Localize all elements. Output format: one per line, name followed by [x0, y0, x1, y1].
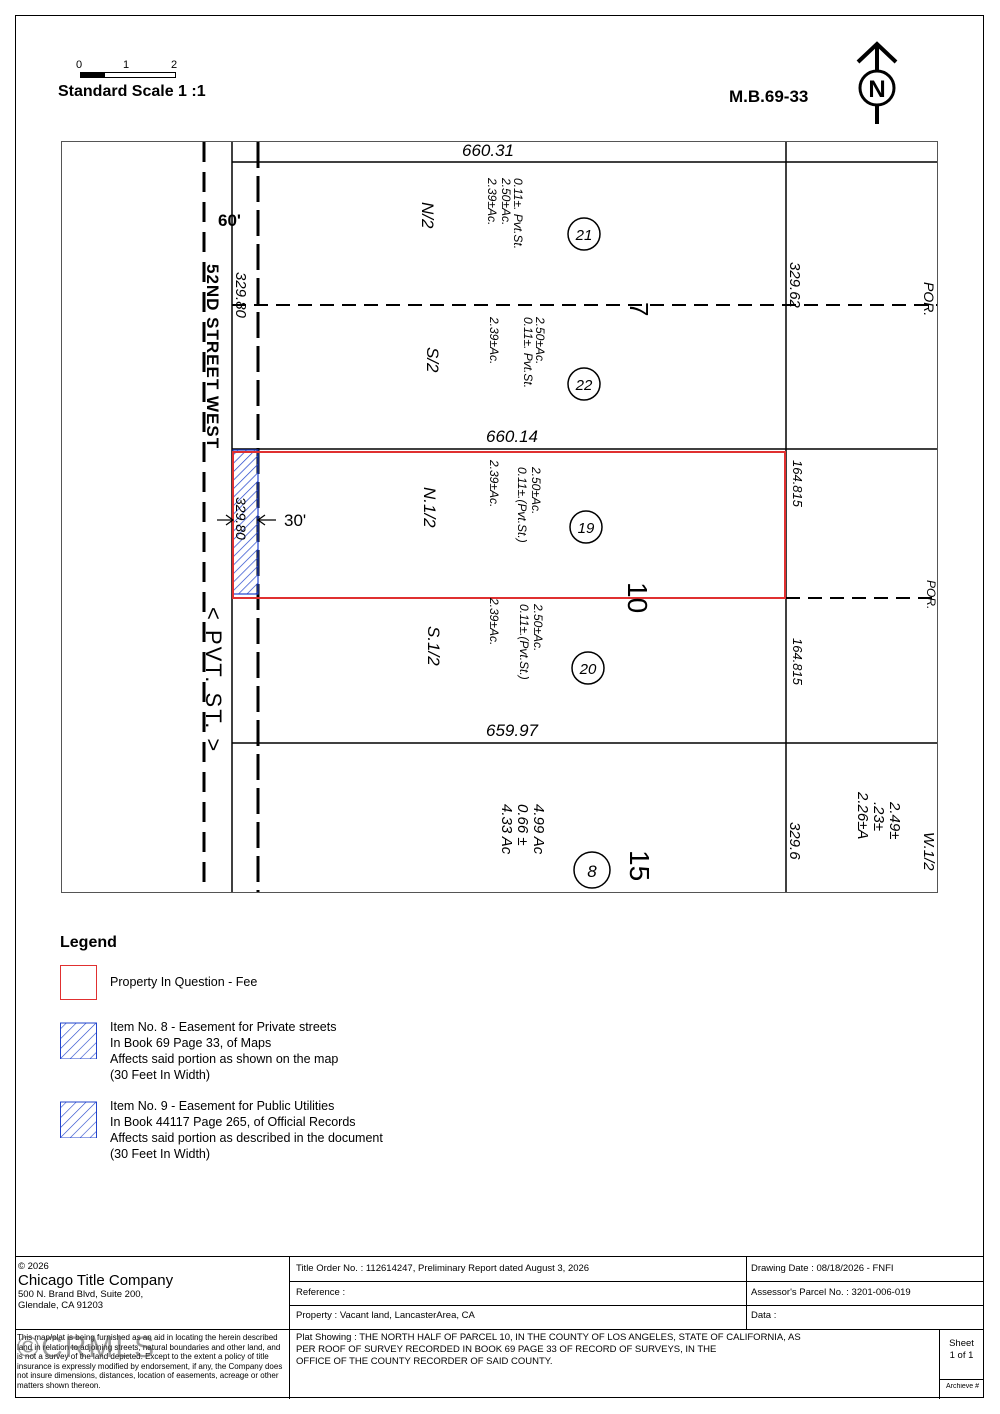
- legend-item-text: Property In Question - Fee: [110, 975, 258, 989]
- parcel-8-street: 0.66 ±: [514, 804, 531, 846]
- parcel-19-street: 0.11±.(Pvt.St.): [515, 467, 529, 543]
- block-number-10: 10: [622, 582, 653, 613]
- legend-item-text: Item No. 9 - Easement for Public Utiliti…: [110, 1099, 383, 1161]
- parcel-19-number: 19: [578, 520, 595, 537]
- disclaimer: This map/plat is being furnished as an a…: [17, 1333, 283, 1390]
- page-frame: [15, 15, 984, 1398]
- sheet-label: Sheet: [949, 1338, 974, 1349]
- dim-east-bottom: 329.6: [786, 822, 803, 860]
- dim-east-side: 329.62: [786, 262, 803, 309]
- watermark: ©CRMLS: [17, 1331, 157, 1364]
- parcel-21-circle: [567, 217, 601, 251]
- parcel-21-half: N/2: [418, 202, 437, 229]
- dim-bottom: 659.97: [486, 721, 539, 740]
- parcel-22-net: 2.39±Ac.: [487, 316, 501, 364]
- reference: Reference :: [296, 1287, 346, 1298]
- scale-tick-1: 1: [123, 59, 130, 71]
- right-edge-gross: 2.49±: [886, 801, 903, 839]
- dim-subject-west: 329.80: [233, 497, 249, 540]
- assessor-parcel-no: Assessor's Parcel No. : 3201-006-019: [751, 1287, 911, 1298]
- parcel-20-net: 2.39±Ac.: [487, 597, 501, 645]
- dim-middle: 660.14: [486, 427, 538, 446]
- parcel-8-net: 4.33 Ac: [498, 804, 515, 855]
- dim-top: 660.31: [462, 142, 514, 160]
- parcel-19-circle: [569, 510, 603, 544]
- parcel-22-circle: [567, 367, 601, 401]
- easement-width-label: 30': [284, 511, 306, 530]
- legend-swatch-hatch: [60, 1098, 97, 1139]
- parcel-21-gross: 2.50±Ac.: [499, 177, 513, 225]
- block-number-15: 15: [624, 850, 655, 881]
- street-width-label: 60': [218, 211, 241, 230]
- scale-ticks: 0 1 2: [76, 59, 196, 71]
- parcel-20-gross: 2.50±Ac.: [531, 603, 545, 651]
- title-block: © 2026 Chicago Title Company 500 N. Bran…: [15, 1256, 984, 1399]
- property-outline: [232, 451, 786, 599]
- legend-title: Legend: [60, 934, 117, 951]
- parcel-20-number: 20: [579, 661, 597, 678]
- scale-label: Standard Scale 1 :1: [58, 83, 206, 100]
- parcel-8-circle: [573, 851, 611, 889]
- sheet-value: 1 of 1: [949, 1350, 974, 1361]
- dim-subject-east: 164.815: [790, 460, 805, 508]
- company-name: Chicago Title Company: [18, 1272, 174, 1289]
- map-book-reference: M.B.69-33: [729, 87, 809, 106]
- data-field: Data :: [751, 1310, 777, 1321]
- scale-tick-2: 2: [171, 59, 178, 71]
- drawing-date: Drawing Date : 08/18/2026 - FNFI: [751, 1263, 894, 1274]
- parcel-8-gross: 4.99 Ac: [530, 804, 547, 855]
- parcel-20-street: 0.11±.(Pvt.St.): [517, 604, 531, 680]
- dim-west-side: 329.80: [232, 272, 249, 319]
- north-arrow-icon: N: [856, 41, 898, 124]
- private-street-label: < PVT. ST. >: [201, 607, 226, 753]
- parcel-21-number: 21: [575, 227, 593, 244]
- parcel-19-gross: 2.50±Ac.: [529, 466, 543, 514]
- parcel-19-net: 2.39±Ac.: [487, 459, 501, 507]
- parcel-22-gross: 2.50±Ac.: [533, 316, 547, 364]
- parcel-20-half: S.1/2: [424, 626, 443, 666]
- property: Property : Vacant land, LancasterArea, C…: [296, 1310, 475, 1321]
- parcel-20-circle: [571, 651, 605, 685]
- right-edge-por-1: POR.: [921, 282, 937, 316]
- parcel-19-half: N.1/2: [420, 487, 439, 528]
- legend-swatch-hatch: [60, 1019, 97, 1060]
- copyright: © 2026: [18, 1261, 49, 1272]
- legend-swatch-red: [60, 965, 97, 1000]
- company-block: © 2026 Chicago Title Company 500 N. Bran…: [18, 1261, 286, 1311]
- title-order: Title Order No. : 112614247, Preliminary…: [296, 1263, 590, 1274]
- parcel-22-half: S/2: [423, 347, 442, 373]
- right-edge-net: 2.26±A: [854, 791, 871, 839]
- scale-tick-0: 0: [76, 59, 83, 71]
- plat-description: Plat Showing : THE NORTH HALF OF PARCEL …: [296, 1332, 801, 1367]
- block-number-7: 7: [624, 302, 654, 316]
- archive-number: Archieve #: [945, 1383, 980, 1390]
- right-edge-street: .23±: [870, 802, 887, 831]
- right-edge-por-2: POR.: [924, 580, 938, 609]
- parcel-21-net: 2.39±Ac.: [485, 177, 499, 225]
- scale-bar: [80, 72, 176, 78]
- legend-item-text: Item No. 8 - Easement for Private street…: [110, 1020, 339, 1082]
- right-edge-w12: W.1/2: [920, 832, 937, 871]
- dim-lower-east: 164.815: [790, 638, 805, 686]
- parcel-22-street: 0.11±. Pvt.St.: [521, 317, 535, 388]
- parcel-8-number: 8: [587, 862, 597, 881]
- company-address-2: Glendale, CA 91203: [18, 1300, 104, 1311]
- plat-map: 30' 60' 52ND STREET WEST < PVT. ST. > 66…: [61, 141, 938, 893]
- north-letter: N: [868, 76, 885, 103]
- parcel-22-number: 22: [575, 377, 593, 394]
- parcel-21-street: 0.11±. Pvt.St.: [511, 178, 525, 249]
- street-name-label: 52ND STREET WEST: [203, 264, 222, 449]
- company-address-1: 500 N. Brand Blvd, Suite 200,: [18, 1289, 144, 1300]
